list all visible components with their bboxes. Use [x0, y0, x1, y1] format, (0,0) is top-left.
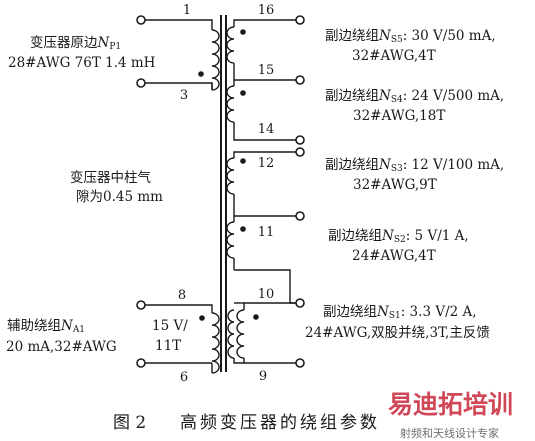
pin-8-label: 8 [178, 288, 186, 303]
watermark-sub-text: 射频和天线设计专家 [400, 426, 499, 440]
ns2-polarity-dot [240, 226, 246, 232]
pin-11-label: 11 [258, 225, 275, 240]
figure-number: 图 2 [113, 413, 146, 433]
ns5-label-line2: 32#AWG,4T [352, 48, 436, 64]
primary-label-line2: 28#AWG 76T 1.4 mH [8, 55, 156, 71]
ns3-polarity-dot [240, 158, 246, 164]
aux-pin8-terminal [136, 300, 146, 310]
watermark-logo: 易迪拓培训 射频和天线设计专家 [388, 390, 513, 440]
pin-1-label: 1 [183, 3, 191, 18]
primary-polarity-dot [198, 71, 204, 77]
pin9-terminal [295, 358, 305, 368]
pin16-terminal [295, 15, 305, 25]
pin-10-label: 10 [258, 287, 275, 302]
ns4-label-line1: 副边绕组NS4: 24 V/500 mA, [325, 88, 504, 105]
ns3-label-line1: 副边绕组NS3: 12 V/100 mA, [325, 157, 504, 174]
ns5-label-line1: 副边绕组NS5: 30 V/50 mA, [325, 28, 496, 45]
pin-14-label: 14 [258, 122, 275, 137]
ns2-label-line2: 24#AWG,4T [352, 248, 436, 264]
pin12-terminal [295, 147, 305, 157]
ns2-label-line1: 副边绕组NS2: 5 V/1 A, [328, 228, 469, 245]
pin10-terminal [295, 298, 305, 308]
aux-label-line2: 20 mA,32#AWG [6, 339, 117, 355]
ns3-label-line2: 32#AWG,9T [353, 177, 437, 193]
ns1-label-line2: 24#AWG,双股并绕,3T,主反馈 [305, 325, 490, 341]
aux-pin6-terminal [136, 358, 146, 368]
watermark-main-text: 易迪拓培训 [388, 390, 513, 419]
secondary-windings: 16 15 14 12 11 10 9 [226, 3, 305, 384]
core-gap-note-line1: 变压器中柱气 [70, 170, 151, 186]
primary-label-line1: 变压器原边NP1 [30, 35, 121, 52]
primary-pin1-terminal [136, 15, 146, 25]
ns4-label-line2: 32#AWG,18T [353, 108, 445, 124]
ns4-polarity-dot [240, 90, 246, 96]
core-gap-note-line2: 隙为0.45 mm [76, 189, 163, 205]
auxiliary-winding: 8 6 [136, 288, 220, 385]
pin-15-label: 15 [258, 63, 275, 78]
pin-12-label: 12 [258, 156, 275, 171]
pin-9-label: 9 [259, 369, 267, 384]
pin15-terminal [295, 75, 305, 85]
aux-label-line1: 辅助绕组NA1 [7, 318, 85, 335]
ns5-polarity-dot [240, 29, 246, 35]
aux-inner-line1: 15 V/ [152, 318, 188, 334]
figure-title: 高频变压器的绕组参数 [180, 413, 380, 433]
primary-winding: 1 3 [136, 3, 220, 103]
pin-6-label: 6 [180, 370, 188, 385]
pin-16-label: 16 [258, 3, 275, 18]
ns1-label-line1: 副边绕组NS1: 3.3 V/2 A, [323, 304, 477, 321]
aux-polarity-dot [199, 315, 205, 321]
pin14-terminal [295, 135, 305, 145]
aux-inner-line2: 11T [155, 338, 181, 354]
primary-pin3-terminal [136, 78, 146, 88]
pin-3-label: 3 [180, 88, 188, 103]
ns1-polarity-dot [253, 314, 259, 320]
pin11-terminal [295, 211, 305, 221]
